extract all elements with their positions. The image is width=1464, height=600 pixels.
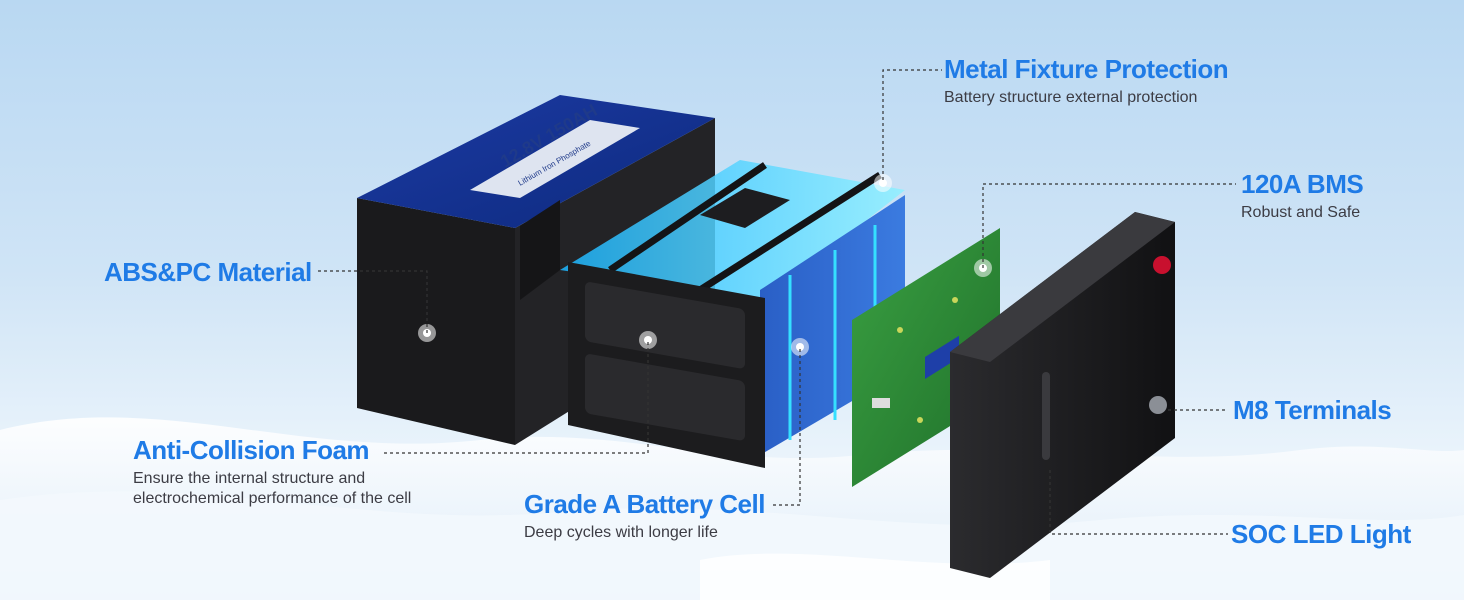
callout-anti-collision: Anti-Collision Foam Ensure the internal … [133,436,411,509]
callout-title: Metal Fixture Protection [944,54,1229,84]
callout-title: 120A BMS [1241,169,1364,199]
callout-title: Anti-Collision Foam [133,435,370,465]
callout-soc-led: SOC LED Light [1231,520,1411,549]
callout-subtitle-line1: Ensure the internal structure and [133,469,366,487]
callout-abs-pc: ABS&PC Material [104,258,312,287]
callout-bms: 120A BMS Robust and Safe [1241,169,1364,223]
callout-subtitle-line2: electrochemical performance of the cell [133,489,412,507]
callout-title: M8 Terminals [1233,395,1392,425]
bms-board [852,228,1000,487]
callout-title: ABS&PC Material [104,257,312,287]
callout-m8-terminals: M8 Terminals [1233,395,1392,425]
callout-subtitle: Robust and Safe [1241,203,1361,221]
callout-grade-a: Grade A Battery Cell Deep cycles with lo… [524,490,765,543]
callout-title: Grade A Battery Cell [524,489,765,519]
callout-subtitle: Battery structure external protection [944,88,1198,106]
callout-metal-fixture: Metal Fixture Protection Battery structu… [944,54,1229,108]
callout-subtitle: Deep cycles with longer life [524,523,718,541]
foam-end-plate [568,262,765,468]
callout-title: SOC LED Light [1231,519,1411,549]
